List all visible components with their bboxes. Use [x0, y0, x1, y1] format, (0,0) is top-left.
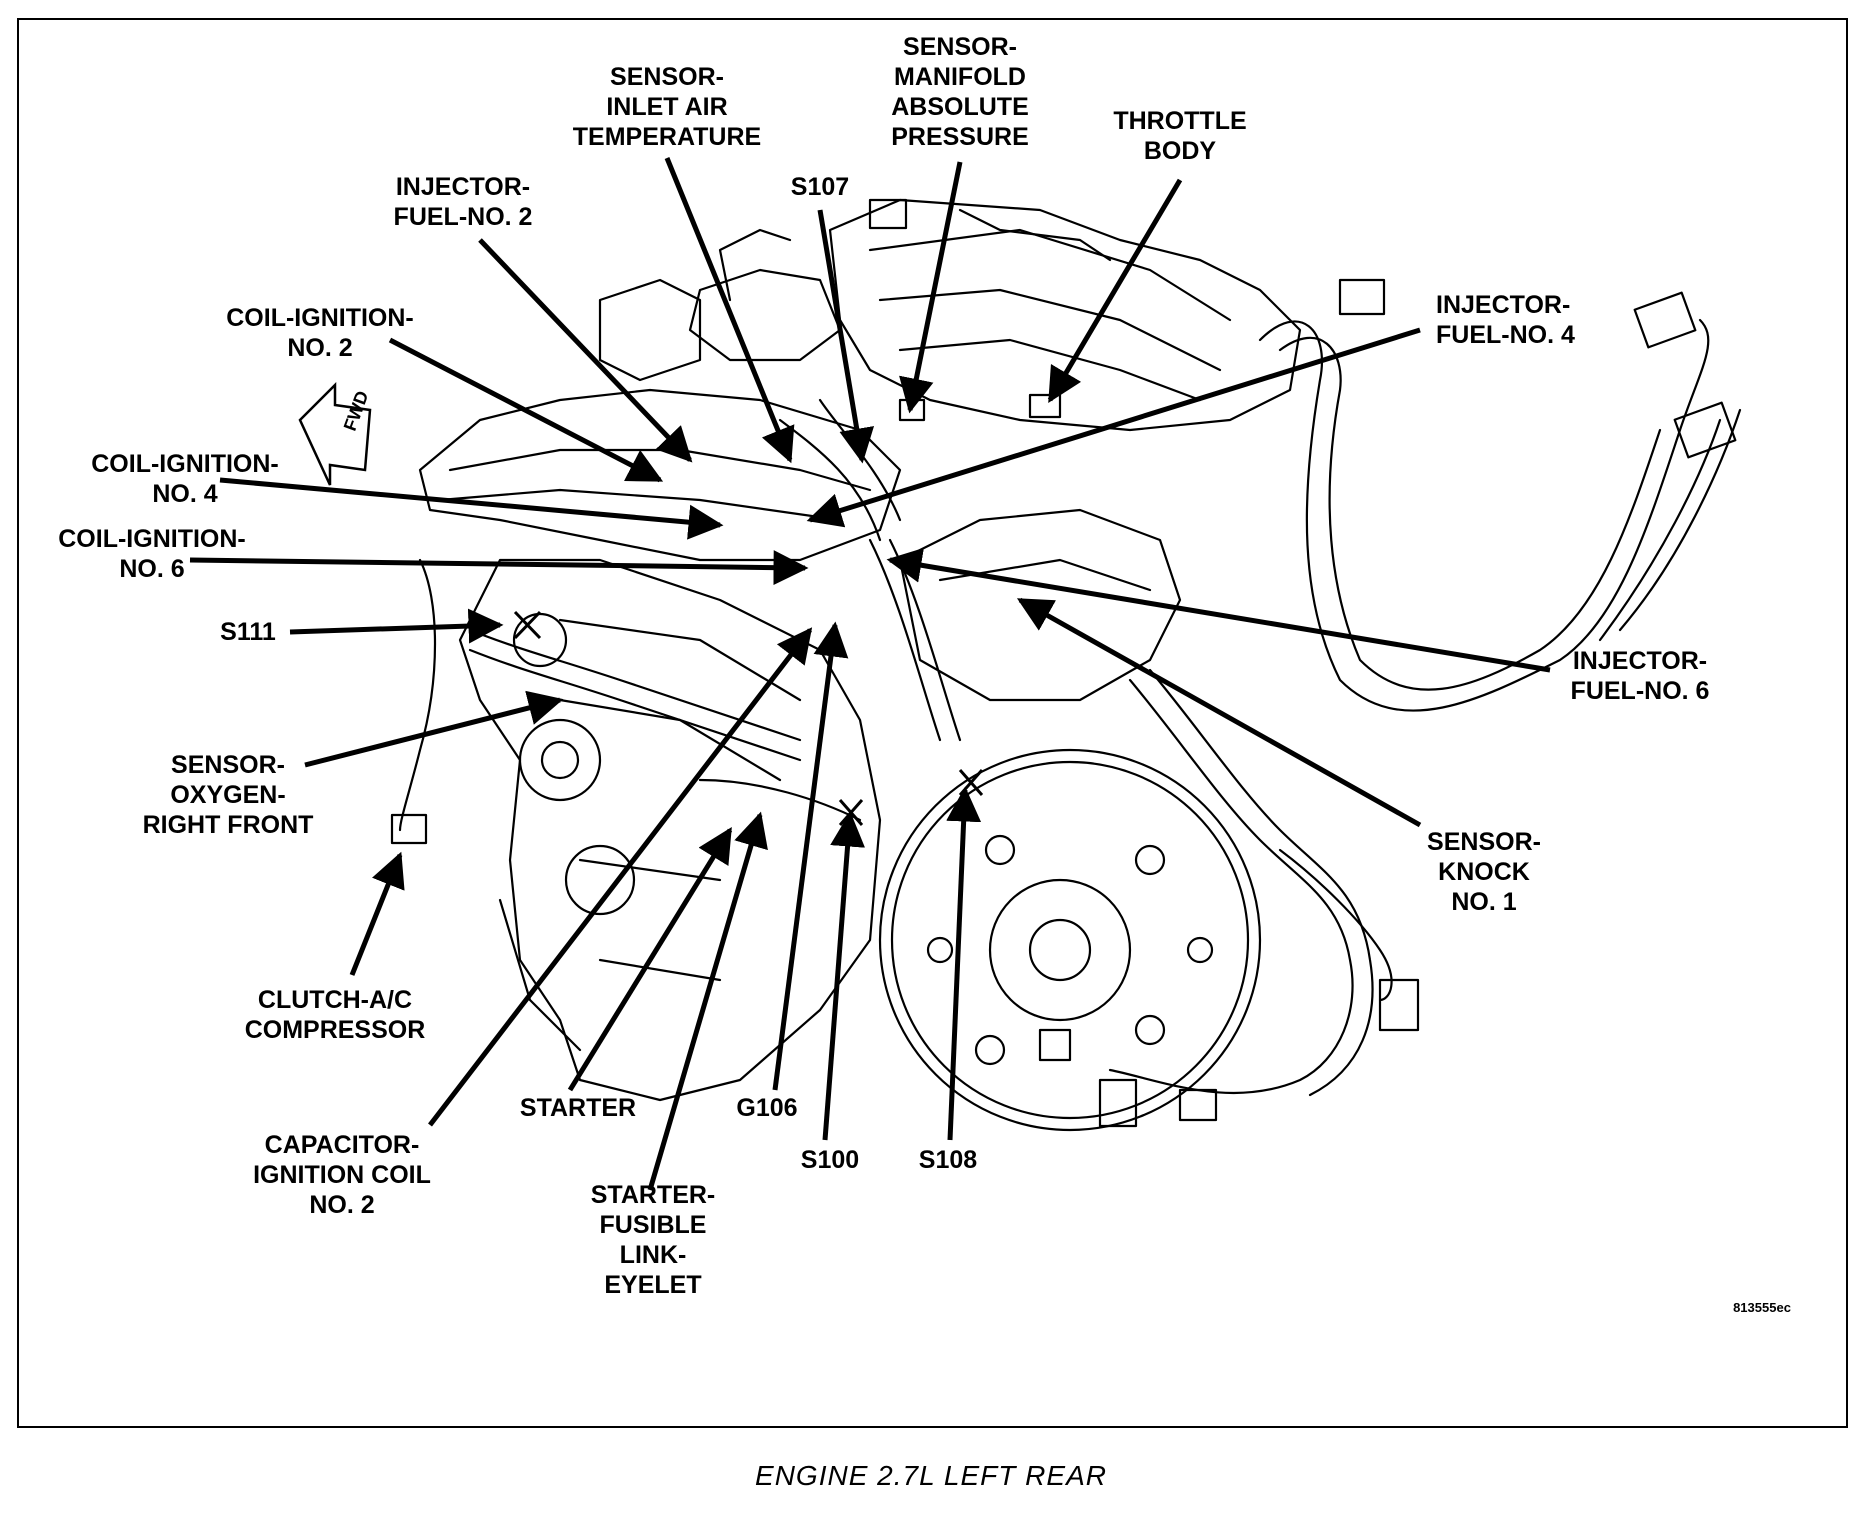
- label-coil-ignition-no-2: COIL-IGNITION- NO. 2: [226, 304, 414, 362]
- label-sensor-oxygen-right-front: SENSOR- OXYGEN- RIGHT FRONT: [142, 751, 314, 839]
- label-capacitor-ignition-coil-no-2: CAPACITOR- IGNITION COIL NO. 2: [253, 1131, 431, 1219]
- leader-sensor-oxygen-rf: [304, 690, 564, 768]
- label-starter-fusible-link-eyelet: STARTER- FUSIBLE LINK- EYELET: [590, 1181, 716, 1299]
- leader-coil-ignition-4: [219, 477, 724, 540]
- fwd-arrow: [298, 381, 372, 486]
- leader-g106: [772, 621, 849, 1091]
- label-injector-fuel-no-2: INJECTOR- FUEL-NO. 2: [393, 173, 533, 231]
- label-sensor-knock-no-1: SENSOR- KNOCK NO. 1: [1427, 828, 1541, 916]
- label-sensor-manifold-absolute-pressure: SENSOR- MANIFOLD ABSOLUTE PRESSURE: [891, 33, 1029, 151]
- splice-markers: [513, 610, 984, 826]
- leader-s111: [289, 608, 504, 644]
- engine-drawing: [390, 198, 1742, 1132]
- leader-injector-fuel-2: [478, 238, 693, 463]
- leader-coil-ignition-6: [189, 550, 809, 586]
- diagram-frame: [17, 18, 1848, 1428]
- leader-sensor-inlet-air-temp: [664, 157, 795, 464]
- label-coil-ignition-no-6: COIL-IGNITION- NO. 6: [58, 525, 246, 583]
- label-starter: STARTER: [519, 1094, 637, 1122]
- label-injector-fuel-no-6: INJECTOR- FUEL-NO. 6: [1570, 647, 1710, 705]
- label-throttle-body: THROTTLE BODY: [1113, 107, 1247, 165]
- leader-sensor-map: [899, 161, 963, 414]
- leader-starter-fusible-link: [647, 811, 768, 1191]
- leader-throttle-body: [1047, 178, 1183, 404]
- label-g106: G106: [736, 1094, 798, 1122]
- label-s100: S100: [800, 1146, 860, 1174]
- label-coil-ignition-no-4: COIL-IGNITION- NO. 4: [91, 450, 279, 508]
- leader-clutch-ac: [349, 851, 405, 976]
- caption: ENGINE 2.7L LEFT REAR: [755, 1460, 1107, 1491]
- label-s107: S107: [790, 173, 850, 201]
- leader-injector-fuel-6: [886, 547, 1551, 673]
- label-s111: S111: [220, 618, 276, 646]
- leader-s100: [822, 811, 866, 1141]
- leader-lines: [189, 157, 1551, 1191]
- leader-starter: [567, 827, 733, 1092]
- label-sensor-inlet-air-temperature: SENSOR- INLET AIR TEMPERATURE: [572, 63, 762, 151]
- leader-s107: [817, 209, 875, 464]
- figure-id: 813555ec: [1733, 1300, 1791, 1315]
- leader-injector-fuel-4: [806, 327, 1421, 528]
- label-s108: S108: [918, 1146, 978, 1174]
- label-clutch-ac-compressor: CLUTCH-A/C COMPRESSOR: [244, 986, 426, 1044]
- leader-sensor-knock-1: [1016, 597, 1422, 828]
- leader-s108: [946, 786, 982, 1141]
- leader-capacitor-coil-2: [428, 627, 813, 1127]
- label-injector-fuel-no-4: INJECTOR- FUEL-NO. 4: [1436, 291, 1575, 349]
- leader-coil-ignition-2: [388, 337, 664, 483]
